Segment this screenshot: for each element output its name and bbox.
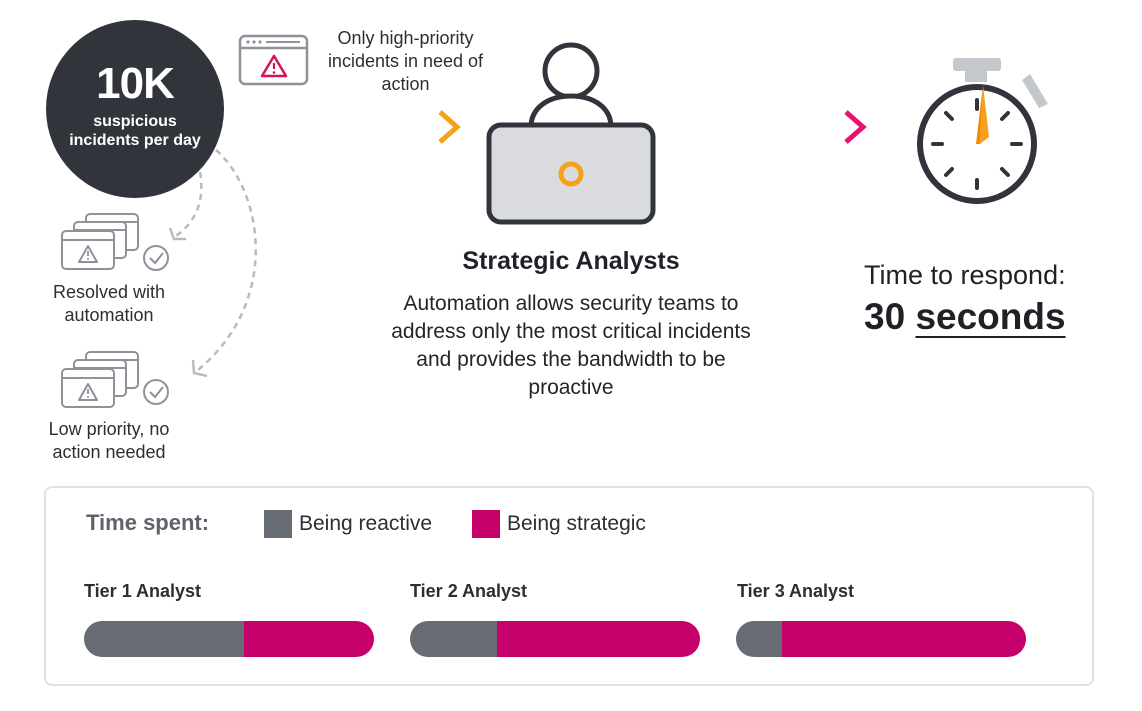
analysts-description: Automation allows security teams to addr… xyxy=(391,292,751,399)
tier-3-reactive-segment xyxy=(736,621,783,657)
legend-swatch-strategic xyxy=(472,510,500,538)
analyst-person-icon xyxy=(528,42,614,128)
resolved-windows-icon xyxy=(61,213,139,270)
legend-swatch-reactive xyxy=(264,510,292,538)
tier-3-label: Tier 3 Analyst xyxy=(737,581,855,601)
time-to-respond-number: 30 xyxy=(864,296,906,337)
time-to-respond-value: 30 seconds xyxy=(864,296,1066,338)
incidents-circle: 10K suspicious incidents per day xyxy=(46,20,224,198)
alert-window-icon xyxy=(238,34,309,86)
time-spent-panel xyxy=(44,486,1094,686)
time-to-respond-label: Time to respond: xyxy=(864,260,1066,290)
tier-1-reactive-segment xyxy=(84,621,244,657)
legend-label-strategic: Being strategic xyxy=(507,512,646,535)
dashed-arrow-low-priority xyxy=(191,149,257,378)
high-priority-caption: Only high-priority incidents in need of … xyxy=(327,28,484,94)
laptop-icon xyxy=(486,122,656,225)
tier-3-strategic-segment xyxy=(782,621,1026,657)
dashed-arrow-resolved xyxy=(168,171,203,241)
tier-1-bar xyxy=(84,621,374,657)
arrow-to-stopwatch xyxy=(683,110,867,144)
arrow-to-analysts xyxy=(218,110,461,144)
tier-2-label: Tier 2 Analyst xyxy=(410,581,528,601)
tier-1-strategic-segment xyxy=(243,621,374,657)
tier-3-bar xyxy=(736,621,1026,657)
low-priority-label: Low priority, no action needed xyxy=(48,419,170,462)
resolved-label: Resolved with automation xyxy=(52,282,166,325)
incidents-text: suspicious incidents per day xyxy=(69,113,201,149)
tier-2-bar xyxy=(410,621,700,657)
analysts-title: Strategic Analysts xyxy=(462,247,680,275)
incidents-count: 10K xyxy=(96,59,175,108)
time-to-respond-unit: seconds xyxy=(915,296,1066,337)
check-icon xyxy=(143,379,169,405)
tier-2-strategic-segment xyxy=(497,621,700,657)
time-spent-label: Time spent: xyxy=(86,510,210,535)
tier-1-label: Tier 1 Analyst xyxy=(84,581,202,601)
legend-label-reactive: Being reactive xyxy=(299,512,433,535)
low-priority-windows-icon xyxy=(61,351,139,408)
check-icon xyxy=(143,245,169,271)
stopwatch-icon xyxy=(917,58,1048,204)
tier-2-reactive-segment xyxy=(410,621,497,657)
